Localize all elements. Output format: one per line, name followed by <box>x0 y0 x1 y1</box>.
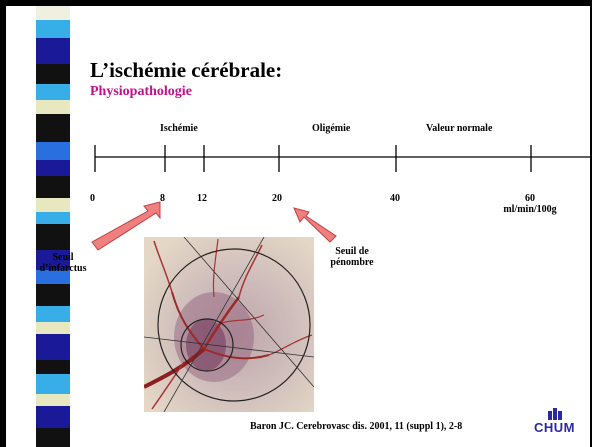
annotation-seuil-penombre: Seuil de pénombre <box>322 246 382 268</box>
tick-label-20: 20 <box>272 193 282 204</box>
slide-panel: L’ischémie cérébrale: Physiopathologie I… <box>6 6 590 447</box>
building-icon <box>548 408 562 420</box>
tick-label-8: 8 <box>160 193 165 204</box>
tick-label-60: 60 ml/min/100g <box>475 193 585 215</box>
chum-logo: CHUM <box>534 420 575 435</box>
citation: Baron JC. Cerebrovasc dis. 2001, 11 (sup… <box>250 421 462 432</box>
tick-label-0: 0 <box>90 193 95 204</box>
brain-angiography-image <box>144 237 314 412</box>
tick-label-12: 12 <box>197 193 207 204</box>
tick-value: 60 <box>475 193 585 204</box>
tick-label-40: 40 <box>390 193 400 204</box>
tick-unit: ml/min/100g <box>475 204 585 215</box>
annotation-seuil-infarctus: Seuil d’infarctus <box>28 252 98 274</box>
